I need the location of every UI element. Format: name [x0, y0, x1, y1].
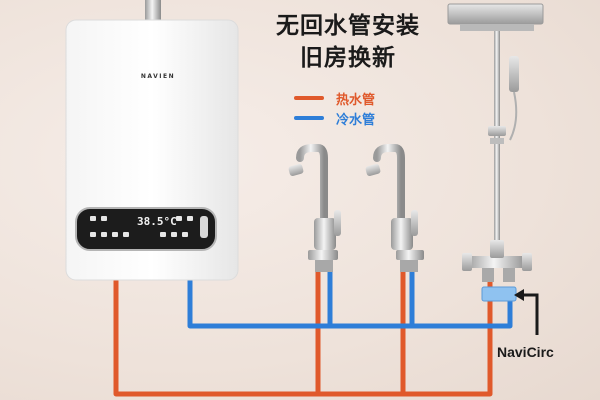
- hot-water-pipe: [113, 280, 493, 397]
- heater-flue: [145, 0, 161, 20]
- legend-hot-water: 热水管: [294, 90, 376, 108]
- panel-buttons: [90, 216, 208, 238]
- hot-pipe-swatch: [294, 96, 324, 100]
- navicirc-valve: [481, 286, 517, 302]
- heater-brand-logo: NAVIEN: [140, 73, 176, 80]
- navicirc-arrow: [522, 293, 539, 335]
- shower-system: [447, 3, 544, 282]
- navicirc-label: NaviCirc: [497, 344, 554, 360]
- cold-water-pipe: [187, 280, 513, 329]
- faucet-1: [288, 144, 341, 272]
- legend-cold-label: 冷水管: [336, 112, 376, 128]
- arrow-head-icon: [514, 289, 524, 301]
- legend-cold-water: 冷水管: [294, 110, 376, 128]
- heater-temperature-display: 38.5°C: [137, 215, 177, 228]
- headline-line-1: 无回水管安装: [276, 13, 420, 39]
- faucet-2: [365, 144, 424, 272]
- legend-hot-label: 热水管: [336, 92, 376, 108]
- headline-line-2: 旧房换新: [300, 45, 396, 71]
- cold-pipe-swatch: [294, 116, 324, 120]
